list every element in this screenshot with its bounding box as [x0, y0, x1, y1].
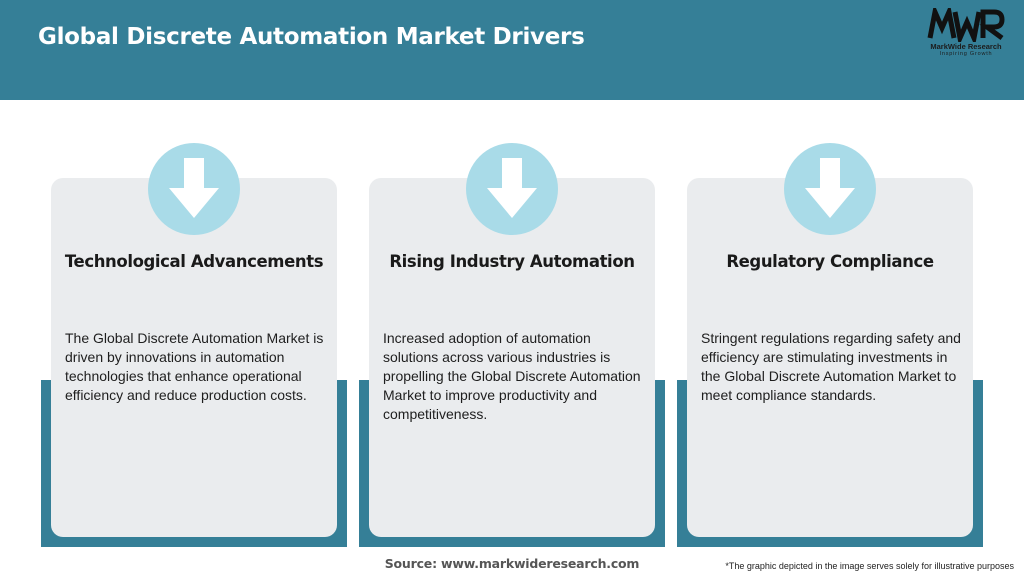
driver-card-technological: Technological Advancements The Global Di…: [41, 143, 347, 547]
card-panel: Rising Industry Automation Increased ado…: [369, 143, 655, 537]
card-heading: Regulatory Compliance: [726, 252, 934, 271]
logo-tagline: Inspiring Growth: [939, 51, 993, 57]
page-title: Global Discrete Automation Market Driver…: [38, 24, 585, 50]
card-description: The Global Discrete Automation Market is…: [65, 330, 324, 403]
card-description: Increased adoption of automation solutio…: [383, 330, 641, 422]
card-description: Stringent regulations regarding safety a…: [701, 330, 961, 403]
driver-card-industry-automation: Rising Industry Automation Increased ado…: [359, 143, 665, 547]
logo-name: MarkWide Research: [930, 42, 1002, 51]
arrow-down-icon: [148, 143, 240, 235]
header-banner: Global Discrete Automation Market Driver…: [0, 0, 1024, 100]
markwide-logo: MarkWide Research Inspiring Growth: [918, 8, 1014, 60]
card-panel: Technological Advancements The Global Di…: [51, 143, 337, 537]
arrow-down-icon: [784, 143, 876, 235]
arrow-down-icon: [466, 143, 558, 235]
card-panel: Regulatory Compliance Stringent regulati…: [687, 143, 973, 537]
footnote: *The graphic depicted in the image serve…: [725, 561, 1014, 571]
driver-card-regulatory: Regulatory Compliance Stringent regulati…: [677, 143, 983, 547]
source-link[interactable]: Source: www.markwideresearch.com: [384, 556, 640, 571]
mwr-logo-icon: [927, 8, 1005, 42]
card-heading: Technological Advancements: [64, 252, 324, 271]
card-heading: Rising Industry Automation: [389, 252, 635, 271]
